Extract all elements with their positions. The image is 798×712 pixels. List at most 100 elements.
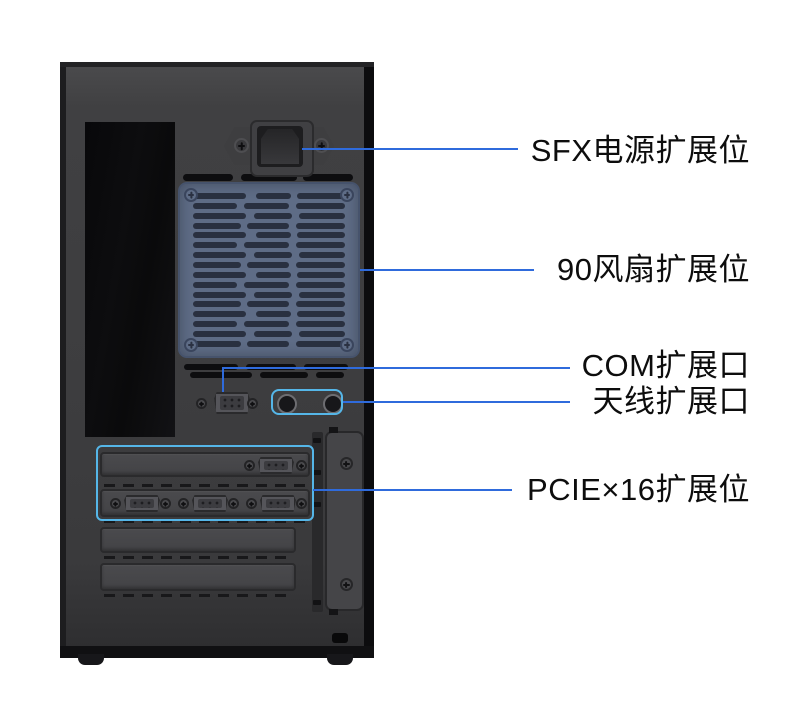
grille-row [186, 262, 352, 269]
vent-slot [190, 372, 252, 378]
vent-slot [192, 222, 241, 229]
case-edge-top [60, 62, 374, 67]
fan-grille [178, 182, 360, 358]
vent-slot [255, 271, 291, 278]
grille-row [186, 301, 352, 308]
vent-slot [295, 202, 346, 209]
vent-slot [244, 242, 289, 249]
slot-separator [104, 556, 294, 559]
vent-slot [298, 212, 346, 219]
expansion-slot-cover-4 [100, 563, 296, 591]
vga-pins [266, 499, 290, 508]
leader-line-com [222, 367, 570, 369]
expansion-slot-cover-3 [100, 527, 296, 553]
vent-slot [247, 340, 289, 347]
vent-slot [192, 252, 246, 259]
vent-slot [192, 321, 238, 328]
kensington-lock-slot [332, 633, 348, 643]
vent-slot [192, 271, 246, 278]
vga-connector [258, 457, 294, 474]
case-edge-right [364, 62, 374, 658]
vent-slot [192, 281, 238, 288]
vent-slot [192, 193, 246, 199]
label-pcie: PCIE×16扩展位 [527, 472, 750, 507]
pcie-retention-bracket [325, 431, 364, 611]
vent-slot [298, 252, 346, 259]
pcie-highlight-box [96, 445, 314, 521]
screw-icon [228, 498, 239, 509]
grille-row [186, 340, 352, 347]
vent-slot [192, 340, 241, 347]
vent-slot [295, 222, 346, 229]
vent-slot [247, 222, 289, 229]
vent-slot [247, 301, 289, 308]
screw-icon [184, 188, 198, 202]
vent-slot [255, 193, 291, 199]
vent-slot [244, 321, 289, 328]
grille-row [186, 281, 352, 288]
vga-pins [130, 499, 154, 508]
db9-connector [214, 392, 250, 414]
vent-slot [241, 174, 297, 181]
grille-row [186, 232, 352, 239]
grille-row [186, 193, 352, 199]
vent-slot [192, 311, 246, 318]
screw-icon [244, 460, 255, 471]
slot-separator [104, 484, 308, 487]
vent-slot [192, 301, 241, 308]
vga-pins [198, 499, 222, 508]
fan-grille-pattern [186, 193, 352, 347]
screw-icon [196, 398, 207, 409]
screw-icon [296, 498, 307, 509]
vent-slot [295, 281, 346, 288]
vent-slot [254, 291, 293, 298]
vent-slot [192, 202, 238, 209]
grille-row [186, 291, 352, 298]
vent-slot [184, 364, 238, 370]
vent-slot [192, 232, 246, 239]
screw-icon [340, 457, 353, 470]
screw-icon [340, 578, 353, 591]
vent-slot [247, 262, 289, 269]
vent-slot [244, 281, 289, 288]
vent-slot [192, 262, 241, 269]
leader-line-fan [360, 269, 534, 271]
leader-line-antenna [343, 401, 570, 403]
vent-slot [295, 301, 346, 308]
leader-line-pcie [313, 489, 512, 491]
grille-row [186, 311, 352, 318]
grille-row [186, 222, 352, 229]
vent-slot [297, 311, 346, 318]
vent-slot [303, 174, 353, 181]
label-fan: 90风扇扩展位 [557, 252, 750, 287]
vga-connector [124, 495, 160, 512]
screw-icon [184, 338, 198, 352]
screw-icon [110, 498, 121, 509]
case-foot [327, 654, 353, 665]
vent-slot [295, 321, 346, 328]
vent-slot [254, 331, 293, 338]
vent-slot [255, 232, 291, 239]
case-foot [78, 654, 104, 665]
grille-row [186, 321, 352, 328]
screw-icon [340, 188, 354, 202]
grille-row [186, 331, 352, 338]
vent-slot [295, 340, 346, 347]
slot-separator [104, 594, 294, 597]
vent-slot [244, 202, 289, 209]
vent-slot [192, 331, 246, 338]
screw-icon [340, 338, 354, 352]
grille-row [186, 202, 352, 209]
slot-rail [312, 432, 323, 612]
db9-pins [220, 396, 244, 410]
vent-slot [192, 242, 238, 249]
rail-notch [313, 600, 321, 605]
vent-slot [298, 331, 346, 338]
screw-icon [247, 398, 258, 409]
slot-separator [104, 520, 308, 523]
vent-slot [254, 212, 293, 219]
leader-line-sfx [302, 148, 518, 150]
grille-row [186, 242, 352, 249]
vent-slot [298, 291, 346, 298]
